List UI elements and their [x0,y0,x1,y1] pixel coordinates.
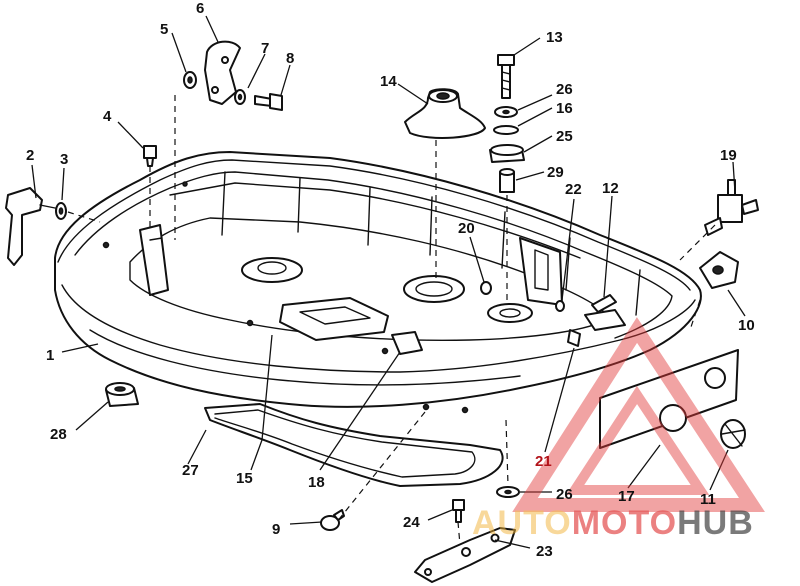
watermark-triangle-inner [565,385,710,495]
lever-handle [5,187,56,266]
callout-14: 14 [380,73,397,90]
grommet-28 [105,382,139,407]
washer-3 [55,202,67,220]
mounting-bracket [414,527,516,583]
fitting-19 [704,179,759,236]
callout-21: 21 [535,453,552,470]
screw-4 [143,145,157,167]
svg-text:AUTOMOTOHUB: AUTOMOTOHUB [472,504,754,542]
callout-13: 13 [546,29,563,46]
callout-16: 16 [556,100,573,117]
watermark-text-moto: MOTO [572,504,677,542]
grommet-11 [720,419,746,449]
gasket-plate [599,349,739,449]
callout-26-upper: 26 [556,81,573,98]
callout-23: 23 [536,543,553,560]
callout-29: 29 [547,164,564,181]
callout-3: 3 [60,151,68,168]
callout-5: 5 [160,21,168,38]
grommet-22 [555,300,565,312]
washer-26-upper [494,106,518,118]
callout-19: 19 [720,147,737,164]
watermark-text-hub: HUB [677,504,754,542]
latch-hook [204,40,241,105]
callout-11: 11 [700,491,716,508]
callout-7: 7 [261,40,269,57]
callout-20: 20 [458,220,475,237]
grommet-25 [489,144,525,163]
callout-8: 8 [286,50,294,67]
watermark-text-auto: AUTO [472,504,572,542]
callout-26-lower: 26 [556,486,573,503]
callout-12: 12 [602,180,619,197]
washer-5 [183,71,197,89]
screw-24 [452,499,465,523]
leader-lines [31,15,746,549]
screw-21 [567,329,581,347]
washer-26-lower [496,486,520,498]
callout-1: 1 [46,347,54,364]
callout-6: 6 [196,0,204,17]
washer-16 [493,125,519,135]
washer-7 [234,89,246,105]
callout-15: 15 [236,470,253,487]
callout-9: 9 [272,521,280,538]
lower-cowl [54,151,702,414]
callout-10: 10 [738,317,755,334]
plug-9 [320,509,345,531]
callout-22: 22 [565,181,582,198]
callout-18: 18 [308,474,325,491]
callout-17: 17 [618,488,635,505]
callout-28: 28 [50,426,67,443]
callout-4: 4 [103,108,112,125]
sleeve-29 [499,168,515,193]
bolt-8 [254,93,283,111]
bolt-13 [497,54,515,99]
grommet-10 [699,251,739,289]
explode-lines [67,95,716,546]
callout-numbers: 1 2 3 4 5 6 7 8 9 10 11 12 13 14 15 16 1… [26,0,755,560]
callout-24: 24 [403,514,420,531]
callout-27: 27 [182,462,199,479]
watermark-logo: AUTOMOTOHUB [472,317,765,542]
seal-gasket [204,403,504,487]
callout-25: 25 [556,128,573,145]
callout-2: 2 [26,147,34,164]
nut-20 [480,281,492,295]
plate-12 [591,294,617,313]
watermark-triangle [512,317,765,512]
